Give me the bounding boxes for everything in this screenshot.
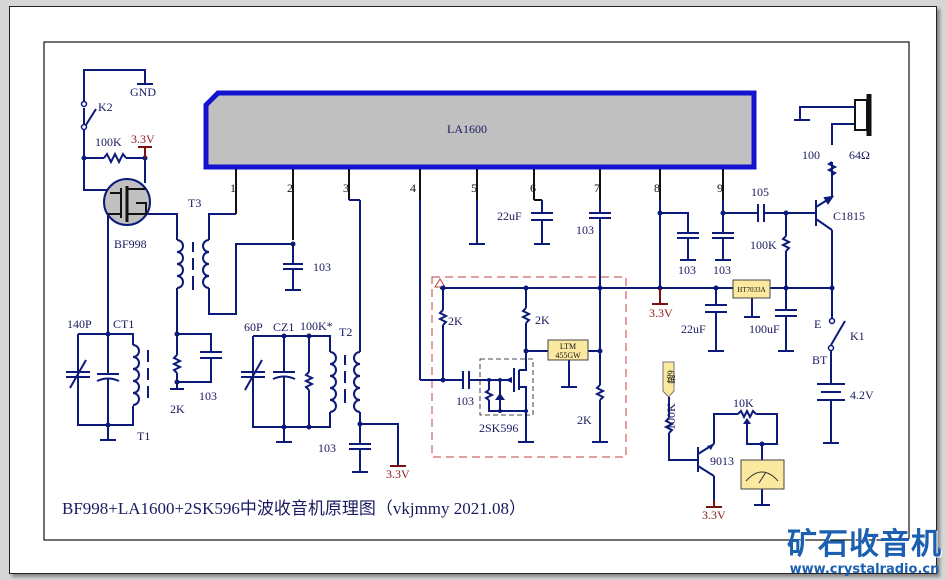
- q-2sk596-label: 2SK596: [479, 421, 518, 435]
- ltm-455gw-filter: LTM 455GW: [547, 339, 589, 361]
- cz1-label: CZ1: [273, 320, 294, 334]
- meter-icon: [740, 459, 785, 490]
- r-100k-star-label: 100K*: [300, 319, 333, 333]
- cap-22uf-reg-label: 22uF: [681, 322, 706, 336]
- bf998-mosfet-icon: [103, 178, 151, 226]
- cap-103-pin8-label: 103: [678, 263, 696, 277]
- cap-105-label: 105: [751, 185, 769, 199]
- pin-4-label: 4: [410, 181, 416, 195]
- watermark-url: www.crystalradio.cn: [789, 562, 940, 577]
- vcc-3v3-meter-label: 3.3V: [702, 508, 726, 522]
- cap-103-pin9-label: 103: [713, 263, 731, 277]
- r-100k-label: 100K: [95, 135, 122, 149]
- r-2k-c103-icon: [170, 333, 222, 390]
- ct1-label: CT1: [113, 317, 134, 331]
- k1-battery-icon: [817, 302, 846, 444]
- t3-transformer-icon: [176, 213, 293, 334]
- gnd-label: GND: [130, 85, 156, 99]
- c1815-transistor-icon: [815, 123, 855, 302]
- inner-frame: [43, 41, 910, 541]
- ht7033a-label: HT7033A: [737, 286, 765, 294]
- speaker-icon: [854, 94, 872, 136]
- 2sk596-package-outline: [479, 358, 534, 416]
- k2-contact-icon: [80, 123, 88, 131]
- cap-103-t2-label: 103: [318, 441, 336, 455]
- speaker-64ohm-label: 64Ω: [849, 148, 870, 162]
- ic-la1600: LA1600: [203, 90, 757, 170]
- k1-contact-icon: [827, 344, 835, 352]
- r-2k-a-label: 2K: [448, 314, 463, 328]
- pin-6-label: 6: [530, 181, 536, 195]
- ic-label: LA1600: [447, 122, 487, 136]
- watermark: 矿石收音机 www.crystalradio.cn: [787, 528, 942, 578]
- r-100-label: 100: [802, 148, 820, 162]
- cap-103-pin2-label: 103: [313, 260, 331, 274]
- vcc-3v3-pin8-label: 3.3V: [649, 306, 673, 320]
- cap-100uf-label: 100uF: [749, 322, 780, 336]
- pin6-tag-icon: 6脚: [662, 361, 676, 398]
- k1-contact-icon: [828, 317, 836, 325]
- r-2k-b-label: 2K: [535, 313, 550, 327]
- q-9013-label: 9013: [710, 454, 734, 468]
- pin-7-label: 7: [594, 181, 600, 195]
- r-2k-label: 2K: [170, 402, 185, 416]
- e-label: E: [814, 317, 821, 331]
- cap-103-pin7-label: 103: [576, 223, 594, 237]
- pin-8-label: 8: [654, 181, 660, 195]
- ltm-label: LTM: [560, 342, 576, 351]
- t3-label: T3: [188, 196, 201, 210]
- t1-label: T1: [137, 429, 150, 443]
- ltm-455gw-label: 455GW: [555, 351, 581, 360]
- watermark-name: 矿石收音机: [787, 527, 942, 562]
- cap-103-pin2-icon: [283, 244, 303, 291]
- pin-1-label: 1: [230, 181, 236, 195]
- pin-3-label: 3: [343, 181, 349, 195]
- cap-103-t3-label: 103: [199, 389, 217, 403]
- battery-4v2-label: 4.2V: [850, 388, 874, 402]
- pin-5-label: 5: [471, 181, 477, 195]
- t2-tank-icon: [241, 200, 399, 473]
- bt-label: BT: [812, 353, 828, 367]
- vcc-3v3-t2-label: 3.3V: [386, 467, 410, 481]
- t2-label: T2: [339, 325, 352, 339]
- r-100k-meter-label: 100K: [664, 403, 678, 430]
- pot-10k-label: 10K: [733, 396, 754, 410]
- cap-60p-label: 60P: [244, 320, 263, 334]
- cap-22uf-pin6-label: 22uF: [497, 209, 522, 223]
- bf998-label: BF998: [114, 237, 147, 251]
- cap-103-fet-label: 103: [456, 394, 474, 408]
- ht7033a-regulator: HT7033A: [732, 279, 771, 299]
- k2-label: K2: [98, 100, 113, 114]
- k2-contact-icon: [80, 100, 88, 108]
- vcc-3v3-label: 3.3V: [131, 132, 155, 146]
- q-c1815-label: C1815: [833, 209, 865, 223]
- r-2k-c-label: 2K: [577, 413, 592, 427]
- pin-9-label: 9: [717, 181, 723, 195]
- schematic-title: BF998+LA1600+2SK596中波收音机原理图（vkjmmy 2021.…: [62, 499, 526, 518]
- pin6-tag-label: 6脚: [666, 370, 676, 384]
- meter-circuit: [663, 397, 778, 506]
- warning-triangle-icon: [434, 278, 446, 288]
- r-100k-bias-label: 100K: [750, 238, 777, 252]
- pin-2-label: 2: [287, 181, 293, 195]
- cap-140p-label: 140P: [67, 317, 92, 331]
- 2sk596-module-frame: [431, 276, 627, 458]
- k1-label: K1: [850, 329, 865, 343]
